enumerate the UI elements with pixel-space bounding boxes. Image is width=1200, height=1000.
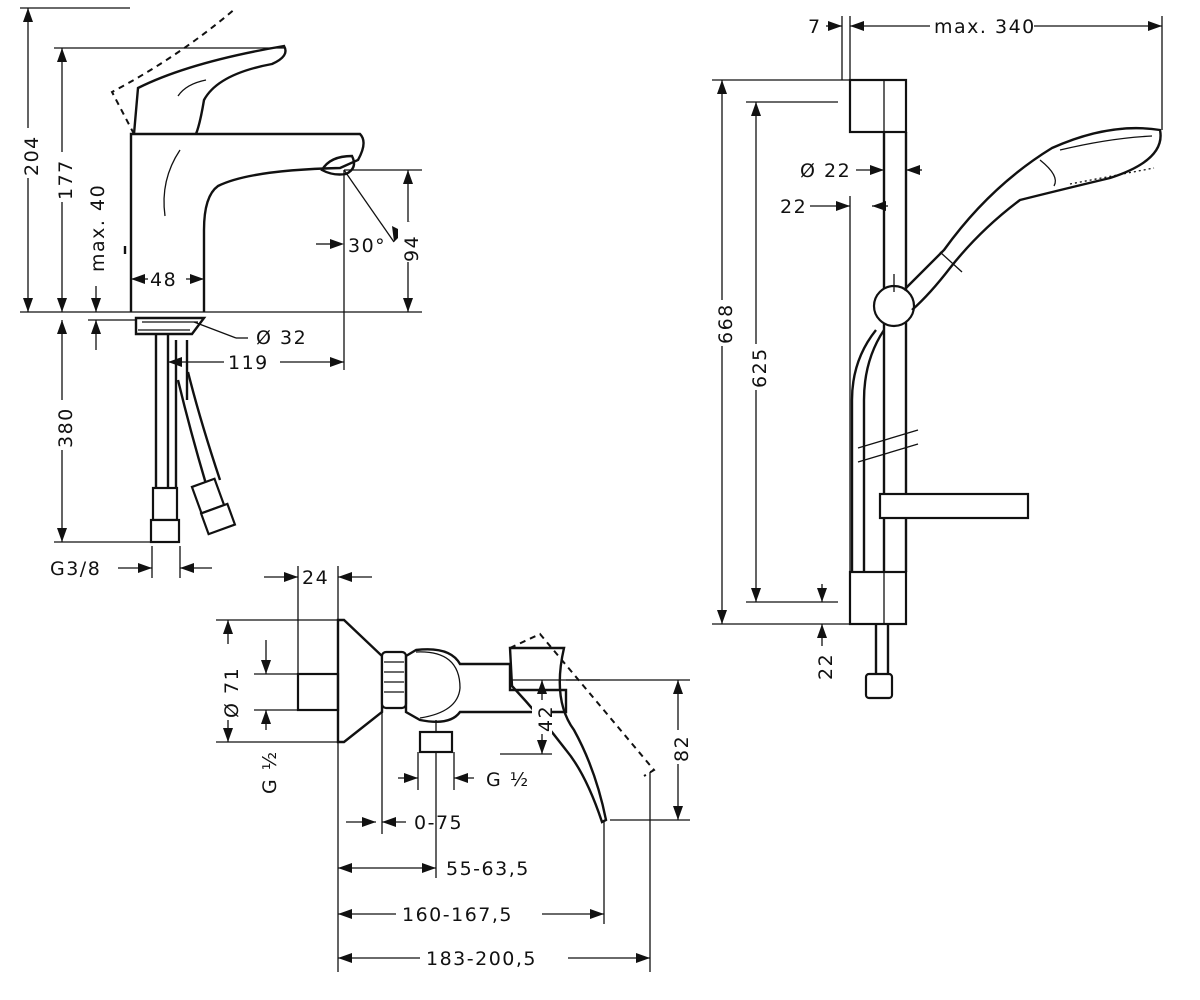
eccentric-nut	[380, 650, 408, 710]
hose-bent	[176, 379, 208, 485]
dim-rosette-diameter: Ø 71	[221, 667, 243, 718]
dim-rail-diameter: Ø 22	[800, 160, 851, 182]
dim-height-spout: 177	[55, 159, 77, 200]
dim-b: 160-167,5	[402, 904, 513, 926]
mixer-housing	[404, 648, 568, 723]
shower-hose	[862, 329, 885, 620]
dim-max-reach: max. 340	[934, 16, 1036, 38]
mounting-base	[134, 316, 207, 336]
hand-shower	[903, 126, 1162, 311]
dim-lever-height: 42	[535, 705, 557, 732]
dim-wall-offset: 7	[808, 16, 822, 38]
shower-lever-alternate	[509, 632, 656, 777]
shower-lever	[508, 646, 608, 824]
mixer-lever	[132, 44, 287, 135]
angle-line	[343, 169, 395, 243]
dim-a: 55-63,5	[446, 858, 530, 880]
dim-height-total: 204	[21, 135, 43, 176]
dim-bracket-distance: 625	[749, 347, 771, 388]
shower-mixer-view: 24 Ø 71 G ½ G ½ 42	[216, 566, 693, 972]
dim-hole-diameter: Ø 32	[256, 327, 307, 349]
mixer-body-highlight	[163, 149, 181, 217]
dim-wall-depth: 24	[302, 567, 329, 589]
bottom-bracket	[848, 570, 908, 626]
dim-c: 183-200,5	[426, 948, 537, 970]
dim-supply-thread: G ½	[259, 750, 281, 794]
lever-highlight	[177, 79, 207, 97]
dim-hose-length: 380	[55, 407, 77, 448]
dim-projection: 119	[228, 352, 269, 374]
rosette	[336, 618, 384, 744]
dim-connection-thread: G3/8	[50, 558, 101, 580]
dim-eccentric-range: 0-75	[414, 812, 463, 834]
aerator	[320, 154, 356, 176]
dim-lever-total-height: 82	[671, 735, 693, 762]
dim-body-width: 48	[150, 269, 177, 291]
basin-mixer-view: 204 177 max. 40 48 30° 94	[18, 7, 423, 580]
nut-left	[149, 518, 181, 544]
dim-max-lift: max. 40	[87, 184, 109, 272]
dim-pivot-angle: 30°	[348, 235, 386, 257]
lever-alternate-position	[110, 7, 237, 135]
hose-nut	[864, 672, 894, 700]
outlet-nut	[418, 730, 454, 754]
dim-bottom-offset: 22	[815, 653, 837, 680]
soap-dish	[878, 492, 1030, 520]
mixer-body	[129, 132, 365, 312]
dim-outlet-thread: G ½	[486, 769, 530, 791]
top-bracket	[848, 78, 908, 134]
nut-right	[199, 502, 237, 536]
dim-total-length: 668	[715, 303, 737, 344]
break-mark	[857, 429, 919, 449]
fitting-left	[151, 486, 179, 522]
dim-rail-gap: 22	[780, 196, 807, 218]
shower-rail-view: 7 max. 340 Ø 22 22 668	[712, 14, 1163, 700]
wall-connector	[296, 672, 340, 712]
dim-outlet-height: 94	[401, 235, 423, 262]
